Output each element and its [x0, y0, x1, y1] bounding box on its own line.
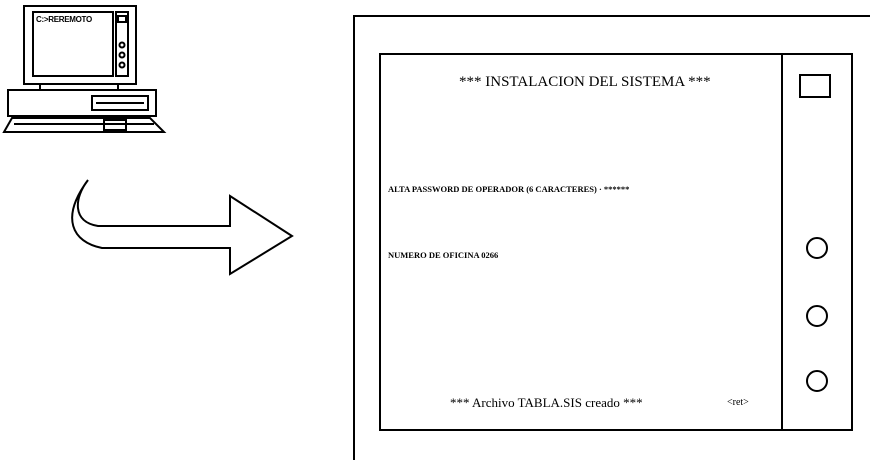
curved-arrow	[72, 180, 292, 274]
password-prompt: ALTA PASSWORD DE OPERADOR (6 CARACTERES)…	[388, 184, 629, 194]
office-number-prompt: NUMERO DE OFICINA 0266	[388, 250, 498, 260]
monitor-knob-3	[120, 63, 125, 68]
screen-title: *** INSTALACION DEL SISTEMA ***	[459, 74, 711, 91]
terminal-control-panel	[782, 54, 852, 430]
monitor-knob-2	[120, 53, 125, 58]
return-key-label: <ret>	[727, 397, 749, 408]
terminal-knob-1	[807, 238, 827, 258]
monitor-power-button	[118, 16, 126, 22]
status-message: *** Archivo TABLA.SIS creado ***	[450, 395, 643, 411]
terminal-knob-3	[807, 371, 827, 391]
terminal-screen	[380, 54, 782, 430]
terminal-knob-2	[807, 306, 827, 326]
monitor-knob-1	[120, 43, 125, 48]
computer-screen-text: C:>REREMOTO	[36, 15, 92, 24]
terminal-power-button	[800, 75, 830, 97]
computer-illustration	[4, 6, 164, 132]
